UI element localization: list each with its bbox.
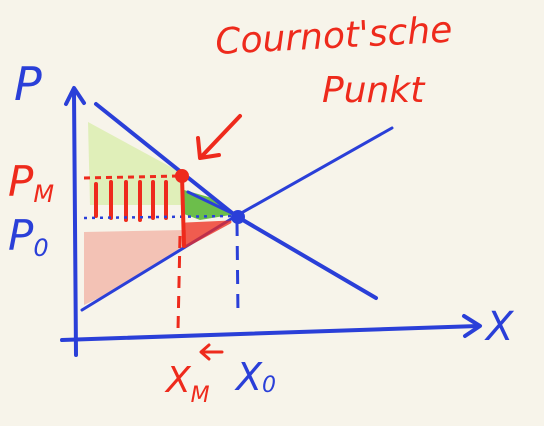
pm-label-sub: M [33, 180, 54, 208]
y-axis [64, 86, 86, 357]
xm-guide [176, 235, 182, 331]
x0-label-main: X [234, 355, 263, 399]
p0-label-sub: 0 [33, 234, 48, 262]
x0-label-sub: 0 [262, 373, 276, 398]
annotation-line2: Punkt [322, 70, 426, 111]
marginal-revenue-line [186, 190, 240, 218]
revenue-hatching [94, 180, 168, 222]
pm-guide [83, 174, 181, 180]
cournot-vertical [180, 174, 186, 248]
p0-label: P0 [8, 211, 49, 262]
annotation-arrow [196, 114, 242, 160]
pm-label: PM [8, 157, 54, 208]
y-axis-label: P [14, 57, 42, 111]
x-axis [60, 314, 482, 342]
equilibrium-point [231, 210, 245, 224]
xm-label: XM [164, 360, 210, 408]
x0-label: X0 [234, 355, 276, 399]
producer-surplus-region [84, 230, 186, 305]
cournot-point [175, 169, 189, 183]
xm-label-sub: M [191, 383, 210, 408]
x0-guide [235, 221, 240, 317]
annotation-line1: Cournot'sche [214, 10, 453, 63]
deadweight-triangle [184, 220, 232, 248]
pm-label-main: P [8, 157, 34, 206]
p0-label-main: P [8, 211, 34, 260]
xm-label-main: X [164, 360, 192, 401]
xm-arrow [199, 343, 224, 361]
x-axis-label: X [484, 304, 515, 350]
p0-guide [83, 214, 235, 220]
